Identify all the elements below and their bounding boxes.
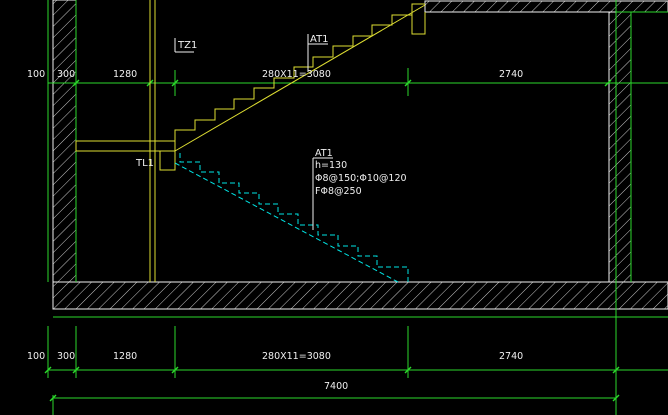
top-slab: [424, 0, 668, 13]
left-wall: [52, 0, 77, 283]
annotation-h: h=130: [315, 160, 347, 171]
right-wall: [608, 11, 632, 283]
bottom-dim-slashes: [44, 366, 620, 402]
green-lines: [47, 0, 668, 415]
floor-slab: [52, 281, 668, 310]
dim-bottom-300: 300: [57, 351, 75, 362]
bottom-dim-texts: 100 300 1280 280X11=3080 2740 7400: [27, 351, 523, 392]
dim-bottom-100: 100: [27, 351, 45, 362]
dim-bottom-2740: 2740: [499, 351, 523, 362]
at1-annotation: AT1 h=130 Φ8@150;Φ10@120 FΦ8@250: [315, 148, 407, 197]
dim-bottom-1280: 1280: [113, 351, 137, 362]
dim-top-3080: 280X11=3080: [262, 69, 331, 80]
dim-top-300: 300: [57, 69, 75, 80]
leaders: [174, 34, 333, 230]
annotation-rebar-dist: FΦ8@250: [315, 186, 362, 197]
top-dim-extension: [174, 68, 409, 96]
dim-top-1280: 1280: [113, 69, 137, 80]
yellow-structure: [75, 0, 176, 282]
element-labels: TZ1 AT1 TL1: [135, 34, 329, 169]
upper-flight: [174, 3, 426, 152]
label-tz1: TZ1: [177, 40, 197, 51]
dim-top-100: 100: [27, 69, 45, 80]
concrete-hatch: [52, 0, 668, 310]
annotation-name: AT1: [315, 148, 333, 159]
dim-bottom-3080: 280X11=3080: [262, 351, 331, 362]
dim-bottom-total: 7400: [324, 381, 348, 392]
lower-flight-hidden: [174, 153, 409, 283]
label-tl1: TL1: [135, 158, 154, 169]
annotation-rebar-main: Φ8@150;Φ10@120: [315, 173, 407, 184]
top-dim-texts: 100 300 1280 280X11=3080 2740: [27, 69, 523, 80]
dim-top-2740: 2740: [499, 69, 523, 80]
label-at1-top: AT1: [310, 34, 329, 45]
